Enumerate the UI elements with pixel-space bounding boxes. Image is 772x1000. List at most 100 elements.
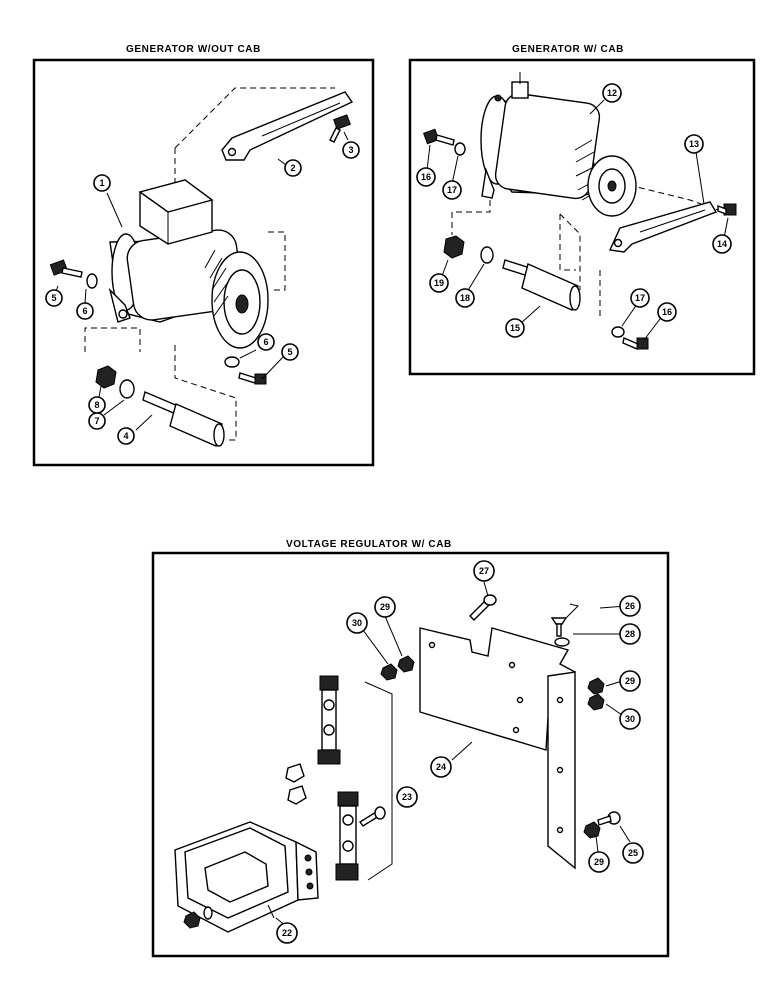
svg-text:2: 2 bbox=[290, 163, 295, 173]
callout-17: 17 bbox=[442, 180, 462, 200]
voltage-regulator bbox=[174, 821, 319, 933]
callout-27: 27 bbox=[473, 560, 495, 582]
svg-text:18: 18 bbox=[460, 293, 470, 303]
svg-text:26: 26 bbox=[625, 601, 635, 611]
bolt bbox=[49, 259, 83, 278]
resistor-block bbox=[335, 791, 359, 881]
washer bbox=[611, 326, 625, 338]
panel-title-voltage-regulator-with-cab: VOLTAGE REGULATOR W/ CAB bbox=[286, 539, 452, 550]
callout-29: 29 bbox=[374, 596, 396, 618]
svg-text:8: 8 bbox=[94, 400, 99, 410]
callout-30: 30 bbox=[619, 708, 641, 730]
bolt bbox=[329, 114, 351, 143]
nut bbox=[95, 365, 117, 389]
callout-8: 8 bbox=[88, 396, 106, 414]
svg-text:4: 4 bbox=[123, 431, 128, 441]
washer bbox=[224, 356, 240, 368]
callout-17: 17 bbox=[630, 288, 650, 308]
callout-25: 25 bbox=[622, 842, 644, 864]
screw bbox=[597, 811, 621, 826]
group-brace bbox=[364, 681, 393, 881]
washer bbox=[119, 379, 135, 399]
assembly-line bbox=[268, 231, 286, 291]
svg-text:25: 25 bbox=[628, 848, 638, 858]
callout-7: 7 bbox=[88, 412, 106, 430]
panel-frame bbox=[32, 58, 375, 467]
callout-3: 3 bbox=[342, 141, 360, 159]
svg-text:17: 17 bbox=[447, 185, 457, 195]
washer bbox=[86, 273, 98, 289]
svg-text:5: 5 bbox=[287, 347, 292, 357]
svg-text:1: 1 bbox=[99, 178, 104, 188]
svg-text:28: 28 bbox=[625, 629, 635, 639]
screw bbox=[550, 617, 568, 637]
screw bbox=[358, 806, 386, 827]
svg-text:29: 29 bbox=[594, 857, 604, 867]
callout-15: 15 bbox=[505, 318, 525, 338]
washer bbox=[203, 906, 213, 920]
callout-24: 24 bbox=[430, 756, 452, 778]
svg-text:6: 6 bbox=[263, 337, 268, 347]
assembly-line bbox=[84, 327, 141, 352]
bolt bbox=[238, 372, 267, 385]
panel-title-generator-without-cab: GENERATOR W/OUT CAB bbox=[126, 44, 261, 55]
callout-19: 19 bbox=[429, 273, 449, 293]
panel-generator-without-cab: 1 2 3 5 6 6 5 8 7 4 bbox=[32, 58, 375, 467]
callout-29: 29 bbox=[619, 670, 641, 692]
callout-4: 4 bbox=[117, 427, 135, 445]
washer bbox=[480, 246, 494, 264]
generator-assembly bbox=[480, 72, 637, 217]
washer bbox=[454, 142, 466, 156]
assembly-line bbox=[174, 345, 237, 441]
resistor-block bbox=[317, 675, 341, 765]
svg-text:7: 7 bbox=[94, 416, 99, 426]
svg-text:24: 24 bbox=[436, 762, 446, 772]
svg-text:14: 14 bbox=[717, 239, 727, 249]
svg-text:30: 30 bbox=[352, 618, 362, 628]
panel-frame bbox=[408, 58, 756, 376]
clip bbox=[285, 763, 305, 783]
bracket bbox=[221, 91, 354, 161]
nut bbox=[380, 663, 398, 681]
assembly-line bbox=[559, 213, 581, 290]
callout-22: 22 bbox=[276, 922, 298, 944]
svg-text:13: 13 bbox=[689, 139, 699, 149]
svg-text:29: 29 bbox=[380, 602, 390, 612]
callout-14: 14 bbox=[712, 234, 732, 254]
svg-text:5: 5 bbox=[51, 293, 56, 303]
mounting-plate bbox=[419, 627, 576, 870]
screw bbox=[469, 594, 497, 621]
nut bbox=[183, 911, 201, 929]
callout-5: 5 bbox=[281, 343, 299, 361]
svg-text:16: 16 bbox=[662, 307, 672, 317]
svg-text:27: 27 bbox=[479, 566, 489, 576]
generator-assembly bbox=[108, 179, 269, 349]
callout-16: 16 bbox=[657, 302, 677, 322]
pulley-shaft bbox=[502, 259, 581, 311]
nut bbox=[587, 693, 605, 711]
callout-12: 12 bbox=[602, 83, 622, 103]
svg-text:17: 17 bbox=[635, 293, 645, 303]
svg-text:22: 22 bbox=[282, 928, 292, 938]
assembly-line bbox=[559, 214, 576, 271]
svg-text:19: 19 bbox=[434, 278, 444, 288]
washer bbox=[554, 637, 570, 647]
callout-5: 5 bbox=[45, 289, 63, 307]
callout-13: 13 bbox=[684, 134, 704, 154]
bolt bbox=[622, 337, 649, 350]
svg-text:29: 29 bbox=[625, 676, 635, 686]
bracket-slot bbox=[261, 102, 341, 137]
svg-text:30: 30 bbox=[625, 714, 635, 724]
clip bbox=[287, 785, 307, 805]
bracket-slot bbox=[639, 209, 706, 233]
panel-frame bbox=[151, 551, 670, 958]
panel-generator-with-cab: 12 16 17 13 14 19 18 15 17 16 bbox=[408, 58, 756, 376]
panel-voltage-regulator-with-cab: 27 26 29 30 28 29 30 24 23 25 29 22 bbox=[151, 551, 670, 958]
bracket bbox=[608, 201, 718, 253]
callout-6: 6 bbox=[76, 302, 94, 320]
nut bbox=[583, 821, 601, 839]
assembly-line bbox=[174, 87, 335, 149]
callout-26: 26 bbox=[619, 595, 641, 617]
callout-6: 6 bbox=[257, 333, 275, 351]
